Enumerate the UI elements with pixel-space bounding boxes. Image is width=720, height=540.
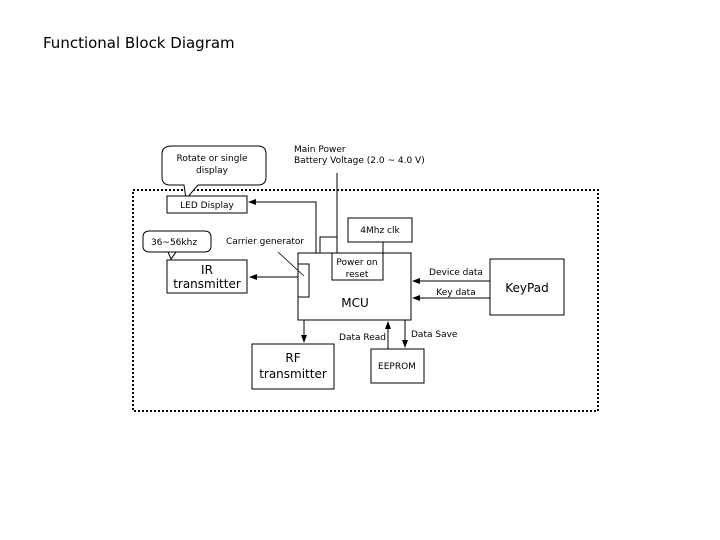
ir-transmitter-line1: IR xyxy=(201,263,213,277)
led-display-label: LED Display xyxy=(180,201,234,211)
key-data-label: Key data xyxy=(436,288,475,298)
led-note-callout: Rotate or single display xyxy=(161,145,267,201)
ir-transmitter-block: IR transmitter xyxy=(166,259,248,294)
rf-transmitter-block: RF transmitter xyxy=(251,343,335,390)
eeprom-label: EEPROM xyxy=(378,362,416,372)
main-power-label: Main Power xyxy=(294,145,346,155)
clock-label: 4Mhz clk xyxy=(360,226,400,236)
ir-note-callout: 36~56khz xyxy=(142,230,212,261)
power-branch xyxy=(319,236,337,253)
diagram-title: Functional Block Diagram xyxy=(43,34,235,52)
battery-voltage-label: Battery Voltage (2.0 ~ 4.0 V) xyxy=(294,156,425,166)
rf-transmitter-line2: transmitter xyxy=(259,367,327,381)
ir-note-text: 36~56khz xyxy=(151,238,197,248)
device-data-label: Device data xyxy=(429,268,483,278)
mcu-to-led-line xyxy=(248,199,317,253)
carrier-generator-pointer xyxy=(277,251,305,277)
system-boundary xyxy=(132,189,599,412)
led-note-line1: Rotate or single xyxy=(176,154,248,164)
data-save-label: Data Save xyxy=(411,330,458,340)
keypad-label: KeyPad xyxy=(505,281,548,295)
carrier-generator-label: Carrier generator xyxy=(226,237,304,247)
rf-transmitter-line1: RF xyxy=(285,351,300,365)
led-note-line2: display xyxy=(196,166,229,176)
power-on-reset-line2: reset xyxy=(346,270,369,280)
ir-transmitter-line2: transmitter xyxy=(173,277,241,291)
power-on-reset-line1: Power on xyxy=(336,258,377,268)
data-read-label: Data Read xyxy=(339,333,386,343)
clock-block: 4Mhz clk xyxy=(347,217,413,243)
mcu-label: MCU xyxy=(341,296,369,310)
keypad-block: KeyPad xyxy=(489,258,565,316)
eeprom-block: EEPROM xyxy=(370,348,425,384)
power-on-reset-block: Power on reset xyxy=(331,252,384,281)
led-display-block: LED Display xyxy=(166,195,248,214)
carrier-generator-block xyxy=(297,263,310,298)
